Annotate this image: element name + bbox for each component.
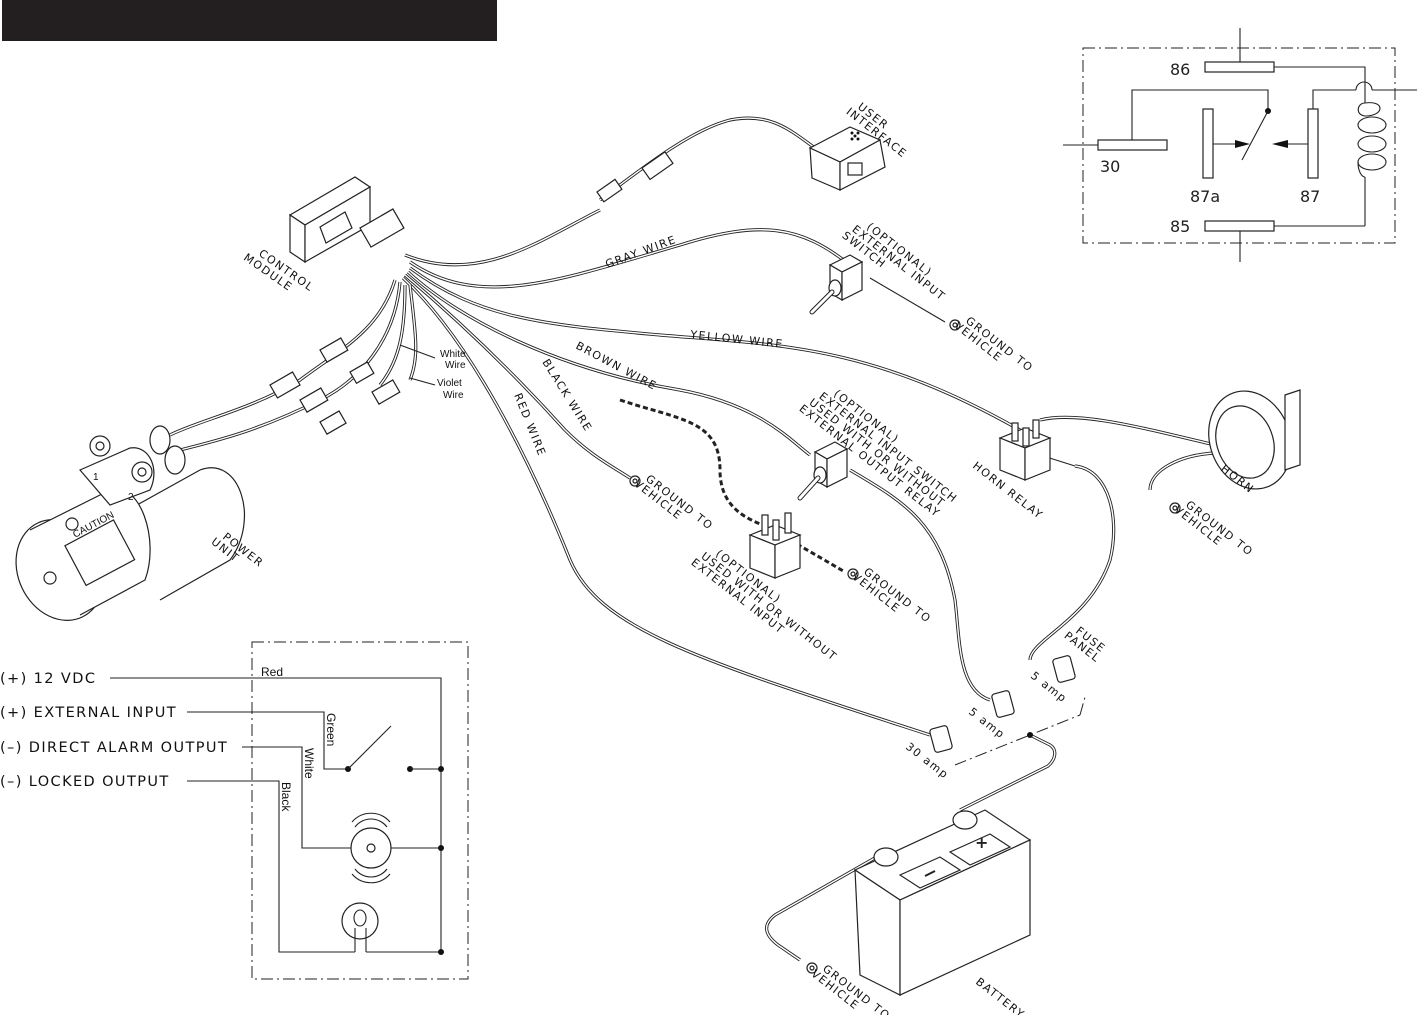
legend-label-locked-output: (–) LOCKED OUTPUT <box>0 774 170 790</box>
external-input-switch: (OPTIONAL) EXTERNAL INPUT SWITCH <box>809 220 948 315</box>
relay-coil <box>1357 95 1387 226</box>
legend-switch <box>347 725 392 770</box>
legend-label-direct-alarm: (–) DIRECT ALARM OUTPUT <box>0 740 228 756</box>
ui-connector-mate <box>641 151 674 181</box>
legend-wire-black: Black <box>279 782 293 812</box>
ground-terminal-4: GROUND TOVEHICLE <box>1169 494 1256 567</box>
svg-text:GROUND TOVEHICLE: GROUND TOVEHICLE <box>1172 494 1256 567</box>
legend-wire-green: Green <box>324 713 338 746</box>
legend-wire-white: White <box>302 748 316 779</box>
wiring-legend: (+) 12 VDC (+) EXTERNAL INPUT (–) DIRECT… <box>0 641 469 980</box>
fuse-5a-2: 5 amp <box>1028 655 1076 705</box>
title-bar <box>2 0 497 41</box>
battery-minus-sign <box>924 870 936 877</box>
relay-label-86: 86 <box>1170 60 1190 79</box>
ui-connector <box>596 178 623 203</box>
svg-text:GROUND TOVEHICLE: GROUND TOVEHICLE <box>952 310 1036 383</box>
optional-relay: (OPTIONAL) USED WITH OR WITHOUT EXTERNAL… <box>689 512 840 664</box>
black-wire <box>403 273 631 480</box>
relay-boundary <box>1082 47 1396 244</box>
battery: + BATTERY <box>853 809 1032 1015</box>
ground-terminal-1: GROUND TOVEHICLE <box>949 310 1036 383</box>
battery-label: BATTERY <box>973 975 1027 1015</box>
caution-label-plate <box>64 519 136 587</box>
legend-label-12vdc: (+) 12 VDC <box>0 671 96 687</box>
fuse-5a-1: 5 amp <box>966 690 1015 741</box>
relay-schematic: 86 30 87a 87 85 <box>1063 28 1417 262</box>
user-interface: USERINTERFACE <box>596 100 910 203</box>
yellow-wire-label: YELLOW WIRE <box>689 328 785 351</box>
relay-terminal-30 <box>1097 139 1168 151</box>
external-input-switch-relay: (OPTIONAL) EXTERNAL INPUT SWITCH USED WI… <box>797 387 960 520</box>
svg-text:GROUND TOVEHICLE: GROUND TOVEHICLE <box>850 561 934 634</box>
relay-terminal-85 <box>1204 220 1275 232</box>
red-wire-label: RED WIRE <box>511 391 548 458</box>
port-1-label: 1 <box>93 472 99 483</box>
fuse-panel: 30 amp 5 amp 5 amp FUSEPANEL <box>903 624 1108 782</box>
ground-terminal-2: GROUND TOVEHICLE <box>629 468 716 541</box>
relay-terminal-87a <box>1202 108 1214 179</box>
gray-wire-label: GRAY WIRE <box>604 233 679 271</box>
battery-plus-sign: + <box>975 833 988 852</box>
harness-wires <box>169 116 1216 962</box>
horn-relay: HORN RELAY <box>970 419 1052 522</box>
svg-text:GROUND TOVEHICLE: GROUND TOVEHICLE <box>632 468 716 541</box>
buzzer-icon <box>350 812 392 884</box>
relay-label-87a: 87a <box>1190 187 1220 206</box>
relay-label-85: 85 <box>1170 217 1190 236</box>
ground-terminal-3: GROUND TOVEHICLE <box>847 561 934 634</box>
legend-boundary <box>251 641 469 980</box>
legend-label-external-input: (+) EXTERNAL INPUT <box>0 705 177 721</box>
horn: HORN <box>1208 389 1301 496</box>
power-unit: CAUTION 1 2 POWERUNIT <box>15 425 266 621</box>
lamp-icon <box>341 902 379 952</box>
control-module: CONTROLMODULE <box>241 176 405 294</box>
relay-terminal-86 <box>1204 61 1275 73</box>
relay-switch-arm <box>1241 110 1269 161</box>
harness-connectors <box>269 337 401 435</box>
port-2-label: 2 <box>128 492 134 503</box>
battery-positive-terminal-cover <box>948 833 1012 866</box>
legend-wire-red: Red <box>261 665 283 679</box>
relay-label-30: 30 <box>1100 157 1120 176</box>
harness-connector <box>359 208 405 248</box>
relay-terminal-87 <box>1307 108 1319 179</box>
relay-label-87: 87 <box>1300 187 1320 206</box>
